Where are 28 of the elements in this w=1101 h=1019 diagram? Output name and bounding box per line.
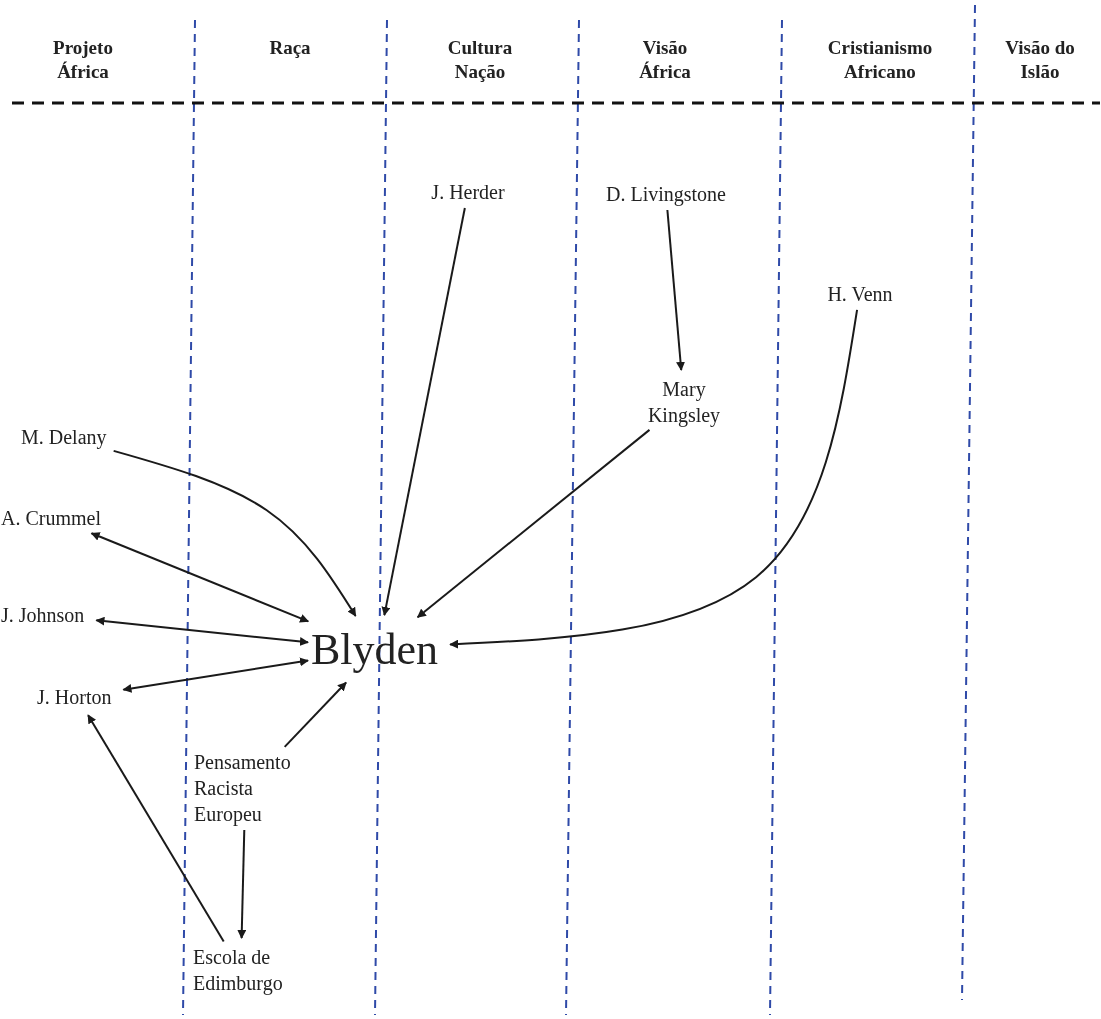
person-name: A. Crummel <box>1 505 107 531</box>
person-name: H. Venn <box>824 281 896 307</box>
person-name: J. Horton <box>37 684 118 710</box>
person-name: J. Johnson <box>1 602 91 628</box>
arrow <box>95 616 309 646</box>
arrow <box>666 209 685 371</box>
column-header: Cristianismo Africano <box>826 36 934 84</box>
person-name: Mary Kingsley <box>644 376 724 428</box>
column-header: Visão do Islão <box>1004 36 1076 84</box>
arrow <box>283 681 348 748</box>
column-header: Projeto África <box>52 36 114 84</box>
arrow <box>90 532 310 623</box>
person-name: Pensamento Racista Europeu <box>194 749 297 827</box>
central-name: Blyden <box>311 621 445 679</box>
arrow <box>416 428 651 619</box>
arrow <box>87 714 225 943</box>
person-name: M. Delany <box>21 424 113 450</box>
column-header: Raça <box>268 36 312 60</box>
person-name: D. Livingstone <box>603 181 729 207</box>
person-name: Escola de Edimburgo <box>193 944 289 996</box>
column-header: Cultura Nação <box>446 36 514 84</box>
arrow <box>112 449 357 617</box>
person-name: J. Herder <box>428 179 508 205</box>
arrow <box>381 206 466 617</box>
arrow <box>237 829 247 939</box>
column-header: Visão África <box>638 36 692 84</box>
arrow <box>122 657 310 693</box>
arrow <box>449 308 859 649</box>
